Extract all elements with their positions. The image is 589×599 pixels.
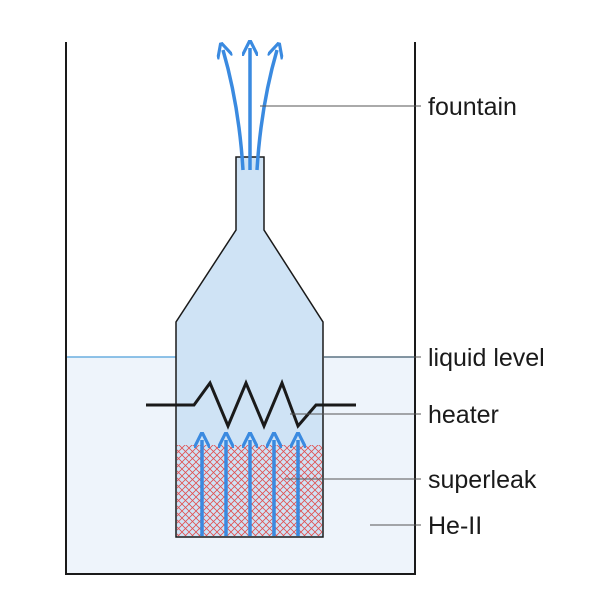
leader-lines <box>260 105 421 526</box>
label-fountain: fountain <box>428 93 517 121</box>
label-heater: heater <box>428 401 499 429</box>
label-liquid-level: liquid level <box>428 344 545 372</box>
jet-arrow <box>223 50 245 171</box>
outer-container <box>65 42 416 575</box>
jet-arrow <box>255 50 277 171</box>
heater-wire <box>146 378 356 430</box>
label-superleak: superleak <box>428 466 537 494</box>
inner-vessel <box>175 156 324 538</box>
superleak-flow-arrows <box>202 440 298 536</box>
fountain-jet-arrows <box>223 48 277 171</box>
label-he-ii: He-II <box>428 512 482 540</box>
